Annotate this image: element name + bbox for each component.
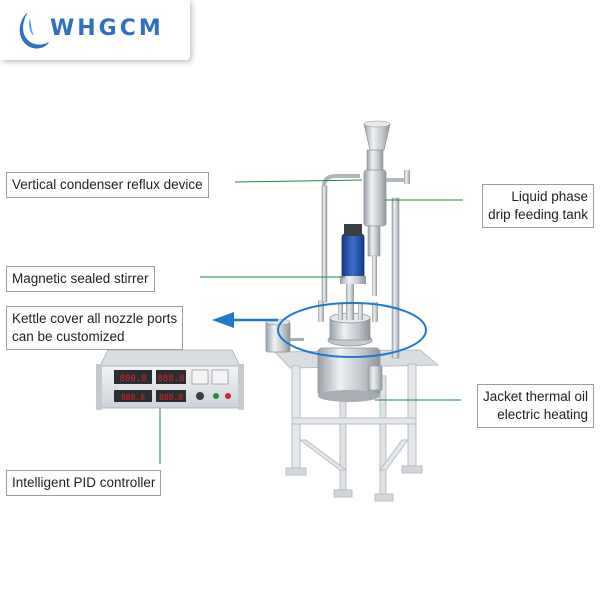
nozzle-highlight-ellipse — [277, 302, 427, 358]
callout-nozzles: Kettle cover all nozzle ports can be cus… — [6, 306, 184, 350]
callout-stirrer: Magnetic sealed stirrer — [6, 266, 155, 292]
logo-swoosh-icon — [19, 12, 49, 49]
callout-drip-tank-line-1: Liquid phase — [511, 189, 588, 204]
callout-stirrer-line-1: Magnetic sealed stirrer — [12, 271, 149, 286]
leader-condenser — [234, 179, 363, 183]
callout-condenser: Vertical condenser reflux device — [6, 172, 209, 198]
pid-display-3: 888.8 — [121, 393, 145, 402]
pid-meter-2 — [211, 369, 229, 385]
pid-switch-icon — [213, 393, 219, 399]
callout-pid: Intelligent PID controller — [6, 470, 162, 496]
pid-power-icon — [225, 393, 231, 399]
callout-drip-tank-line-2: drip feeding tank — [488, 207, 588, 222]
reactor-jacket — [317, 347, 383, 402]
callout-heating-line-2: electric heating — [497, 407, 588, 422]
highlight-arrow-head — [212, 312, 234, 328]
drip-feeding-tank — [363, 120, 410, 296]
leader-lines — [159, 179, 463, 464]
callout-condenser-line-1: Vertical condenser reflux device — [12, 177, 203, 192]
magnetic-stirrer — [340, 224, 366, 320]
callout-heating: Jacket thermal oil electric heating — [476, 384, 594, 428]
side-pot — [265, 318, 304, 353]
brand-logo: WHGCM — [0, 0, 190, 60]
callout-nozzles-line-1: Kettle cover all nozzle ports — [12, 311, 178, 326]
callout-pid-line-1: Intelligent PID controller — [12, 475, 156, 490]
callout-drip-tank: Liquid phase drip feeding tank — [482, 184, 594, 228]
condenser-tube — [321, 174, 360, 303]
pid-knob-icon — [196, 392, 204, 400]
pid-display-4: 888.8 — [159, 393, 183, 402]
callout-nozzles-line-2: can be customized — [12, 329, 125, 344]
pid-display-2: 888.8 — [157, 374, 184, 384]
callout-heating-line-1: Jacket thermal oil — [482, 389, 588, 404]
pid-display-1: 800.0 — [119, 374, 146, 384]
support-pole — [391, 197, 400, 359]
brand-name: WHGCM — [50, 16, 164, 41]
pid-controller-box: 800.0 888.8 888.8 888.8 — [96, 349, 244, 410]
pid-meter — [191, 369, 209, 385]
